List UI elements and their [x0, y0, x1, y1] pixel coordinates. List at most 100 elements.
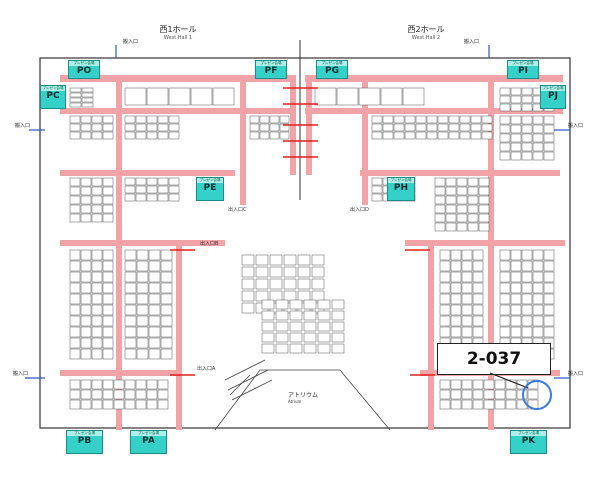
booth: [124, 389, 136, 400]
center-booth: [283, 266, 297, 278]
booth: [124, 123, 136, 132]
booth: [102, 337, 114, 349]
booth: [510, 249, 522, 261]
booth: [445, 177, 457, 187]
center-booth: [311, 266, 325, 278]
booth: [102, 115, 114, 124]
center-booth: [289, 299, 303, 310]
booth: [371, 123, 383, 132]
center-booth: [241, 254, 255, 266]
booth: [393, 115, 405, 124]
booth: [69, 326, 81, 338]
booth: [510, 103, 522, 112]
booth: [91, 337, 103, 349]
booth: [450, 304, 462, 316]
booth: [439, 282, 451, 294]
booth: [91, 260, 103, 272]
booth: [437, 115, 449, 124]
booth: [124, 115, 136, 124]
booth: [450, 326, 462, 338]
center-booth: [261, 310, 275, 321]
booth: [380, 87, 403, 106]
center-booth: [297, 278, 311, 290]
booth: [124, 87, 147, 106]
booth: [510, 260, 522, 272]
booth: [532, 304, 544, 316]
booth: [91, 348, 103, 360]
booth: [279, 123, 290, 132]
booth-highlight-circle: [522, 380, 552, 410]
booth: [510, 87, 522, 96]
booth: [168, 123, 180, 132]
booth: [505, 379, 517, 390]
booth: [102, 271, 114, 283]
booth: [439, 260, 451, 272]
booth: [521, 95, 533, 104]
center-booth: [241, 278, 255, 290]
booth: [69, 348, 81, 360]
center-booth: [303, 299, 317, 310]
booth: [382, 123, 394, 132]
booth: [91, 282, 103, 294]
booth: [532, 133, 544, 143]
room-code: PC: [46, 91, 60, 101]
center-booth: [289, 343, 303, 354]
booth: [269, 131, 280, 140]
room-code: PF: [264, 66, 278, 76]
booth: [91, 271, 103, 283]
booth: [483, 399, 495, 410]
room-caption: プレゼン会場: [256, 61, 286, 66]
booth: [148, 315, 161, 327]
booth: [80, 337, 92, 349]
booth: [124, 282, 137, 294]
booth: [69, 123, 81, 132]
booth: [494, 399, 506, 410]
booth: [91, 213, 103, 223]
booth: [136, 260, 149, 272]
booth: [148, 337, 161, 349]
booth: [499, 124, 511, 134]
booth: [459, 131, 471, 140]
booth: [80, 282, 92, 294]
booth: [124, 193, 136, 202]
hall-name-jp: 西1ホール: [159, 25, 197, 34]
room-caption: プレゼン会場: [317, 61, 347, 66]
booth: [124, 379, 136, 390]
booth: [461, 326, 473, 338]
booth: [499, 260, 511, 272]
booth: [157, 177, 169, 186]
center-booth: [289, 310, 303, 321]
booth: [124, 348, 137, 360]
booth: [499, 326, 511, 338]
booth: [249, 123, 260, 132]
booth: [249, 115, 260, 124]
booth: [448, 115, 460, 124]
booth: [510, 293, 522, 305]
booth: [510, 282, 522, 294]
booth: [445, 186, 457, 196]
booth: [80, 249, 92, 261]
booth: [470, 123, 482, 132]
booth: [102, 204, 114, 214]
center-booth: [283, 254, 297, 266]
booth: [80, 186, 92, 196]
booth: [450, 389, 462, 400]
booth: [472, 260, 484, 272]
booth: [532, 249, 544, 261]
center-booth: [289, 321, 303, 332]
booth: [521, 293, 533, 305]
booth: [69, 97, 82, 103]
door-c-label: 出入口C: [228, 207, 247, 213]
booth: [69, 131, 81, 140]
booth: [102, 131, 114, 140]
booth: [113, 379, 125, 390]
booth: [136, 271, 149, 283]
center-booth: [303, 343, 317, 354]
booth: [415, 123, 427, 132]
booth: [102, 260, 114, 272]
booth: [358, 87, 381, 106]
